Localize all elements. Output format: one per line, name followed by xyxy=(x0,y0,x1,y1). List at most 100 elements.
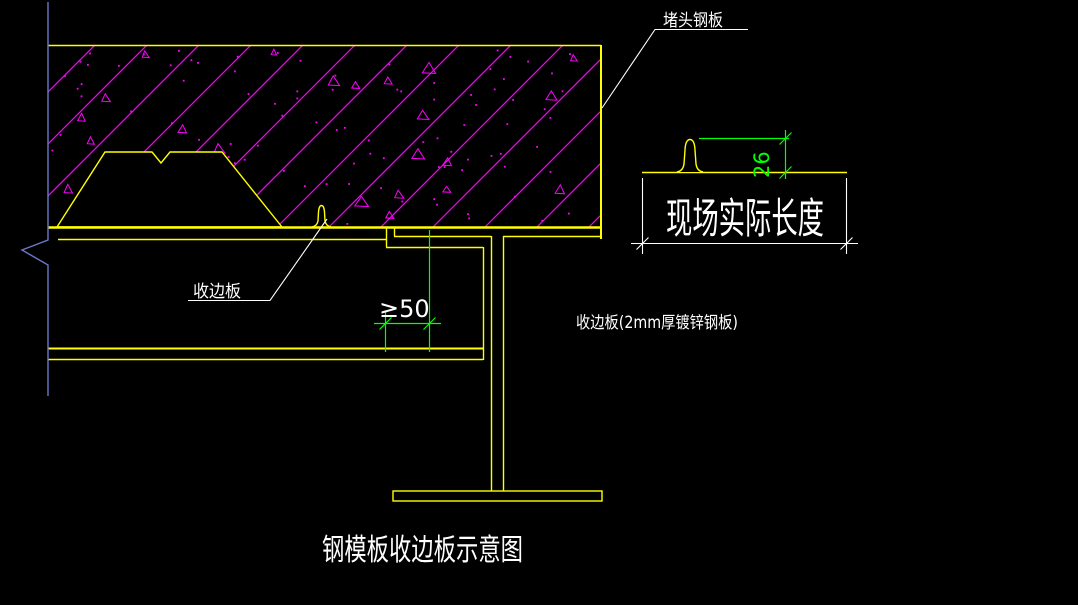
aggregate-dot xyxy=(400,90,403,93)
aggregate-dot xyxy=(296,90,299,93)
dim-tick xyxy=(779,132,792,145)
aggregate-triangle xyxy=(554,183,566,195)
aggregate-dot xyxy=(344,126,346,129)
aggregate-triangle xyxy=(545,89,558,101)
aggregate-dot xyxy=(493,88,496,91)
aggregate-dot xyxy=(422,141,425,144)
edge-plate-section-detail: 26 现场实际长度 xyxy=(631,130,858,254)
aggregate-dot xyxy=(229,143,232,145)
aggregate-dot xyxy=(325,183,328,185)
aggregate-dot xyxy=(467,213,469,216)
aggregate-triangle xyxy=(141,49,151,59)
aggregate-dot xyxy=(346,223,349,225)
dim-min50-text: ≥50 xyxy=(379,295,430,323)
aggregate-dot xyxy=(51,149,54,152)
dim-min50-lines xyxy=(374,230,441,352)
aggregate-triangle xyxy=(384,210,395,219)
aggregate-dot xyxy=(568,212,570,215)
aggregate-dot xyxy=(489,68,492,70)
aggregate-dot xyxy=(80,83,83,85)
plug-plate-label: 堵头钢板 xyxy=(663,11,723,31)
aggregate-triangle xyxy=(416,109,430,121)
plug-plate-leader xyxy=(601,28,748,109)
aggregate-dot xyxy=(334,74,337,77)
aggregate-dot xyxy=(470,94,472,96)
aggregate-dot xyxy=(512,99,514,101)
edge-plate-spec-label: 收边板(2mm厚镀锌钢板) xyxy=(576,313,738,332)
aggregate-dot xyxy=(450,150,453,153)
hatch-line xyxy=(327,45,512,228)
aggregate-dot xyxy=(475,104,477,106)
aggregate-triangle xyxy=(63,183,74,194)
aggregate-dot xyxy=(79,60,82,63)
aggregate-dot xyxy=(80,95,83,98)
dim-tick xyxy=(840,237,853,250)
aggregate-triangle xyxy=(383,75,394,85)
aggregate-dot xyxy=(348,183,350,185)
dim-26-text: 26 xyxy=(750,151,774,178)
aggregate-triangle xyxy=(569,53,579,62)
aggregate-triangle xyxy=(441,156,453,167)
aggregate-triangle xyxy=(327,74,341,87)
aggregate-dot xyxy=(396,88,399,91)
aggregate-dot xyxy=(380,187,382,190)
aggregate-dot xyxy=(527,60,529,63)
aggregate-dot xyxy=(118,64,120,67)
hatch-line xyxy=(379,45,564,228)
aggregate-dot xyxy=(503,165,506,168)
aggregate-dot xyxy=(433,82,436,84)
aggregate-dot xyxy=(234,70,236,73)
aggregate-triangle xyxy=(76,112,86,122)
dim-tick xyxy=(779,166,792,179)
drawing-title: 钢模板收边板示意图 xyxy=(322,533,523,568)
aggregate-dot xyxy=(549,117,552,119)
aggregate-triangle xyxy=(270,48,278,56)
dim-tick xyxy=(423,317,436,330)
aggregate-triangle xyxy=(441,185,452,193)
aggregate-dot xyxy=(281,114,284,117)
hatch-line xyxy=(535,162,601,228)
aggregate-dot xyxy=(382,157,385,160)
aggregate-dot xyxy=(304,185,306,188)
edge-plate-leader xyxy=(188,218,328,302)
aggregate-dot xyxy=(437,166,440,168)
aggregate-dot xyxy=(461,169,463,172)
aggregate-dot xyxy=(467,158,469,161)
aggregate-dot xyxy=(274,102,276,105)
aggregate-dot xyxy=(436,137,439,140)
aggregate-dot xyxy=(367,139,370,142)
aggregate-dot xyxy=(234,162,236,165)
aggregate-dot xyxy=(227,156,230,158)
aggregate-dot xyxy=(296,97,299,100)
aggregate-dot xyxy=(490,155,493,157)
aggregate-dot xyxy=(171,122,173,125)
hatch-line xyxy=(431,58,601,228)
aggregate-dot xyxy=(190,59,193,62)
aggregate-dot xyxy=(443,166,446,168)
aggregate-dot xyxy=(276,52,279,54)
dim-tick xyxy=(636,237,649,250)
site-length-text: 现场实际长度 xyxy=(666,194,824,243)
aggregate-dot xyxy=(569,53,571,55)
aggregate-dot xyxy=(433,98,436,101)
aggregate-dot xyxy=(89,52,91,55)
aggregate-dot xyxy=(130,110,132,113)
aggregate-dot xyxy=(551,72,553,75)
aggregate-dot xyxy=(178,50,180,52)
aggregate-triangle xyxy=(393,189,405,199)
aggregate-dot xyxy=(549,171,552,173)
aggregate-dot xyxy=(561,90,564,93)
aggregate-dot xyxy=(257,144,259,147)
dim-tick xyxy=(379,317,392,330)
aggregate-dot xyxy=(76,87,79,90)
concrete-aggregate-triangles xyxy=(63,48,579,219)
aggregate-dot xyxy=(236,55,239,58)
aggregate-dot xyxy=(197,62,199,64)
aggregate-triangle xyxy=(101,92,112,103)
aggregate-dot xyxy=(331,88,334,91)
hatch-line xyxy=(483,110,601,228)
aggregate-dot xyxy=(468,217,471,220)
aggregate-triangle xyxy=(86,135,96,145)
dim-26-lines xyxy=(699,130,792,179)
